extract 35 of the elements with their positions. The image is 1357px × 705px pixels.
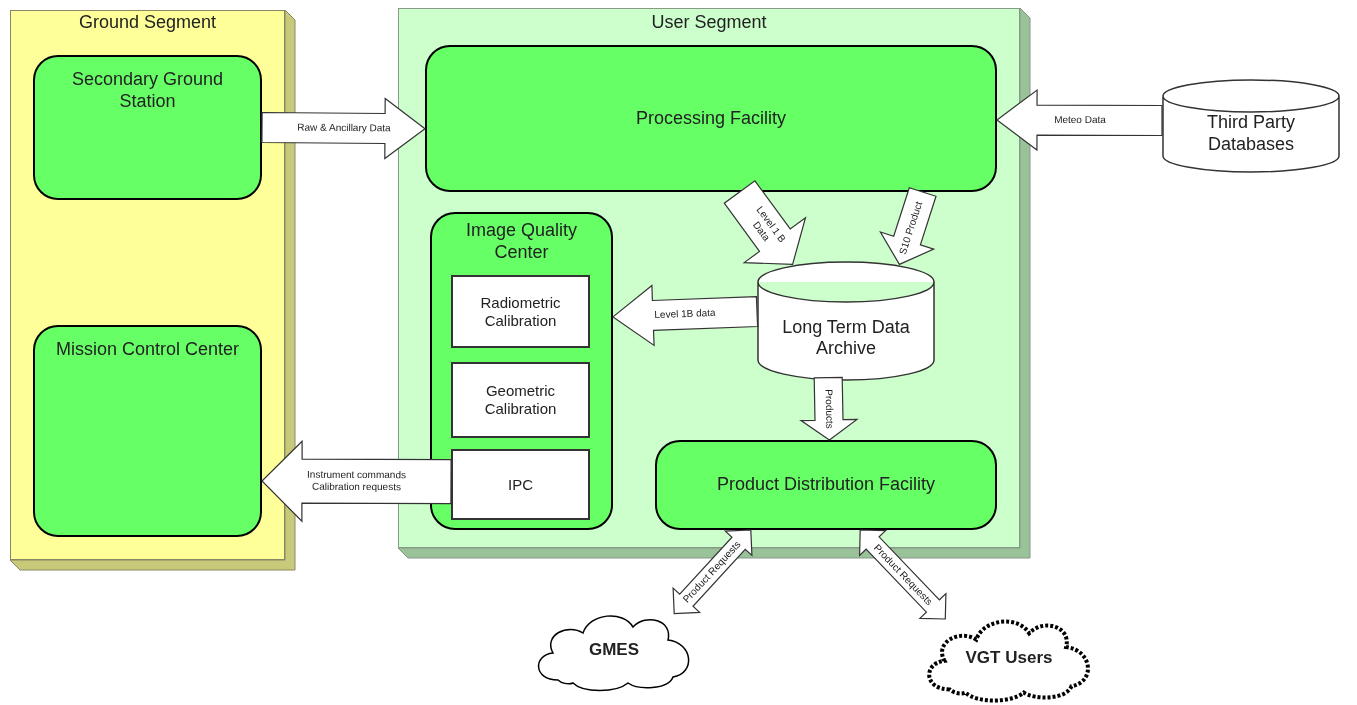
edge-label: Products	[822, 387, 836, 431]
block-arrow	[612, 284, 759, 347]
node-label: Image Quality Center	[464, 220, 579, 264]
module-box	[451, 362, 590, 438]
process-box	[655, 440, 997, 530]
segment-panel	[10, 10, 295, 570]
edge-label: Level 1B data	[653, 306, 717, 322]
process-box	[430, 212, 613, 530]
node-label: IPC	[508, 475, 533, 494]
process-box	[33, 55, 262, 200]
edge-label: Instrument commands Calibration requests	[306, 469, 407, 494]
edge-label: Meteo Data	[1052, 114, 1107, 127]
block-arrow	[723, 179, 807, 265]
node-label: Product Distribution Facility	[716, 474, 936, 496]
node-label: Geometric Calibration	[483, 382, 558, 418]
node-label: Secondary Ground Station	[70, 69, 225, 113]
block-arrow	[261, 97, 426, 160]
block-arrow	[799, 376, 859, 441]
database-cylinder	[1162, 80, 1340, 172]
process-box	[33, 325, 262, 537]
node-label: Radiometric Calibration	[479, 293, 562, 330]
node-label: VGT Users	[965, 647, 1053, 669]
module-box	[451, 449, 590, 520]
node-label: Mission Control Center	[55, 339, 240, 361]
node-label: GMES	[588, 640, 640, 661]
node-label: Long Term Data Archive	[781, 316, 911, 360]
database-cylinder	[757, 262, 935, 380]
block-arrow	[996, 88, 1163, 152]
process-box	[425, 45, 997, 192]
node-label: Third Party Databases	[1206, 112, 1296, 156]
node-label: Processing Facility	[635, 107, 786, 130]
segment-heading: User Segment	[651, 12, 767, 34]
edge-label: Raw & Ancillary Data	[295, 121, 392, 135]
module-box	[451, 275, 590, 348]
segment-heading: Ground Segment	[78, 12, 217, 34]
